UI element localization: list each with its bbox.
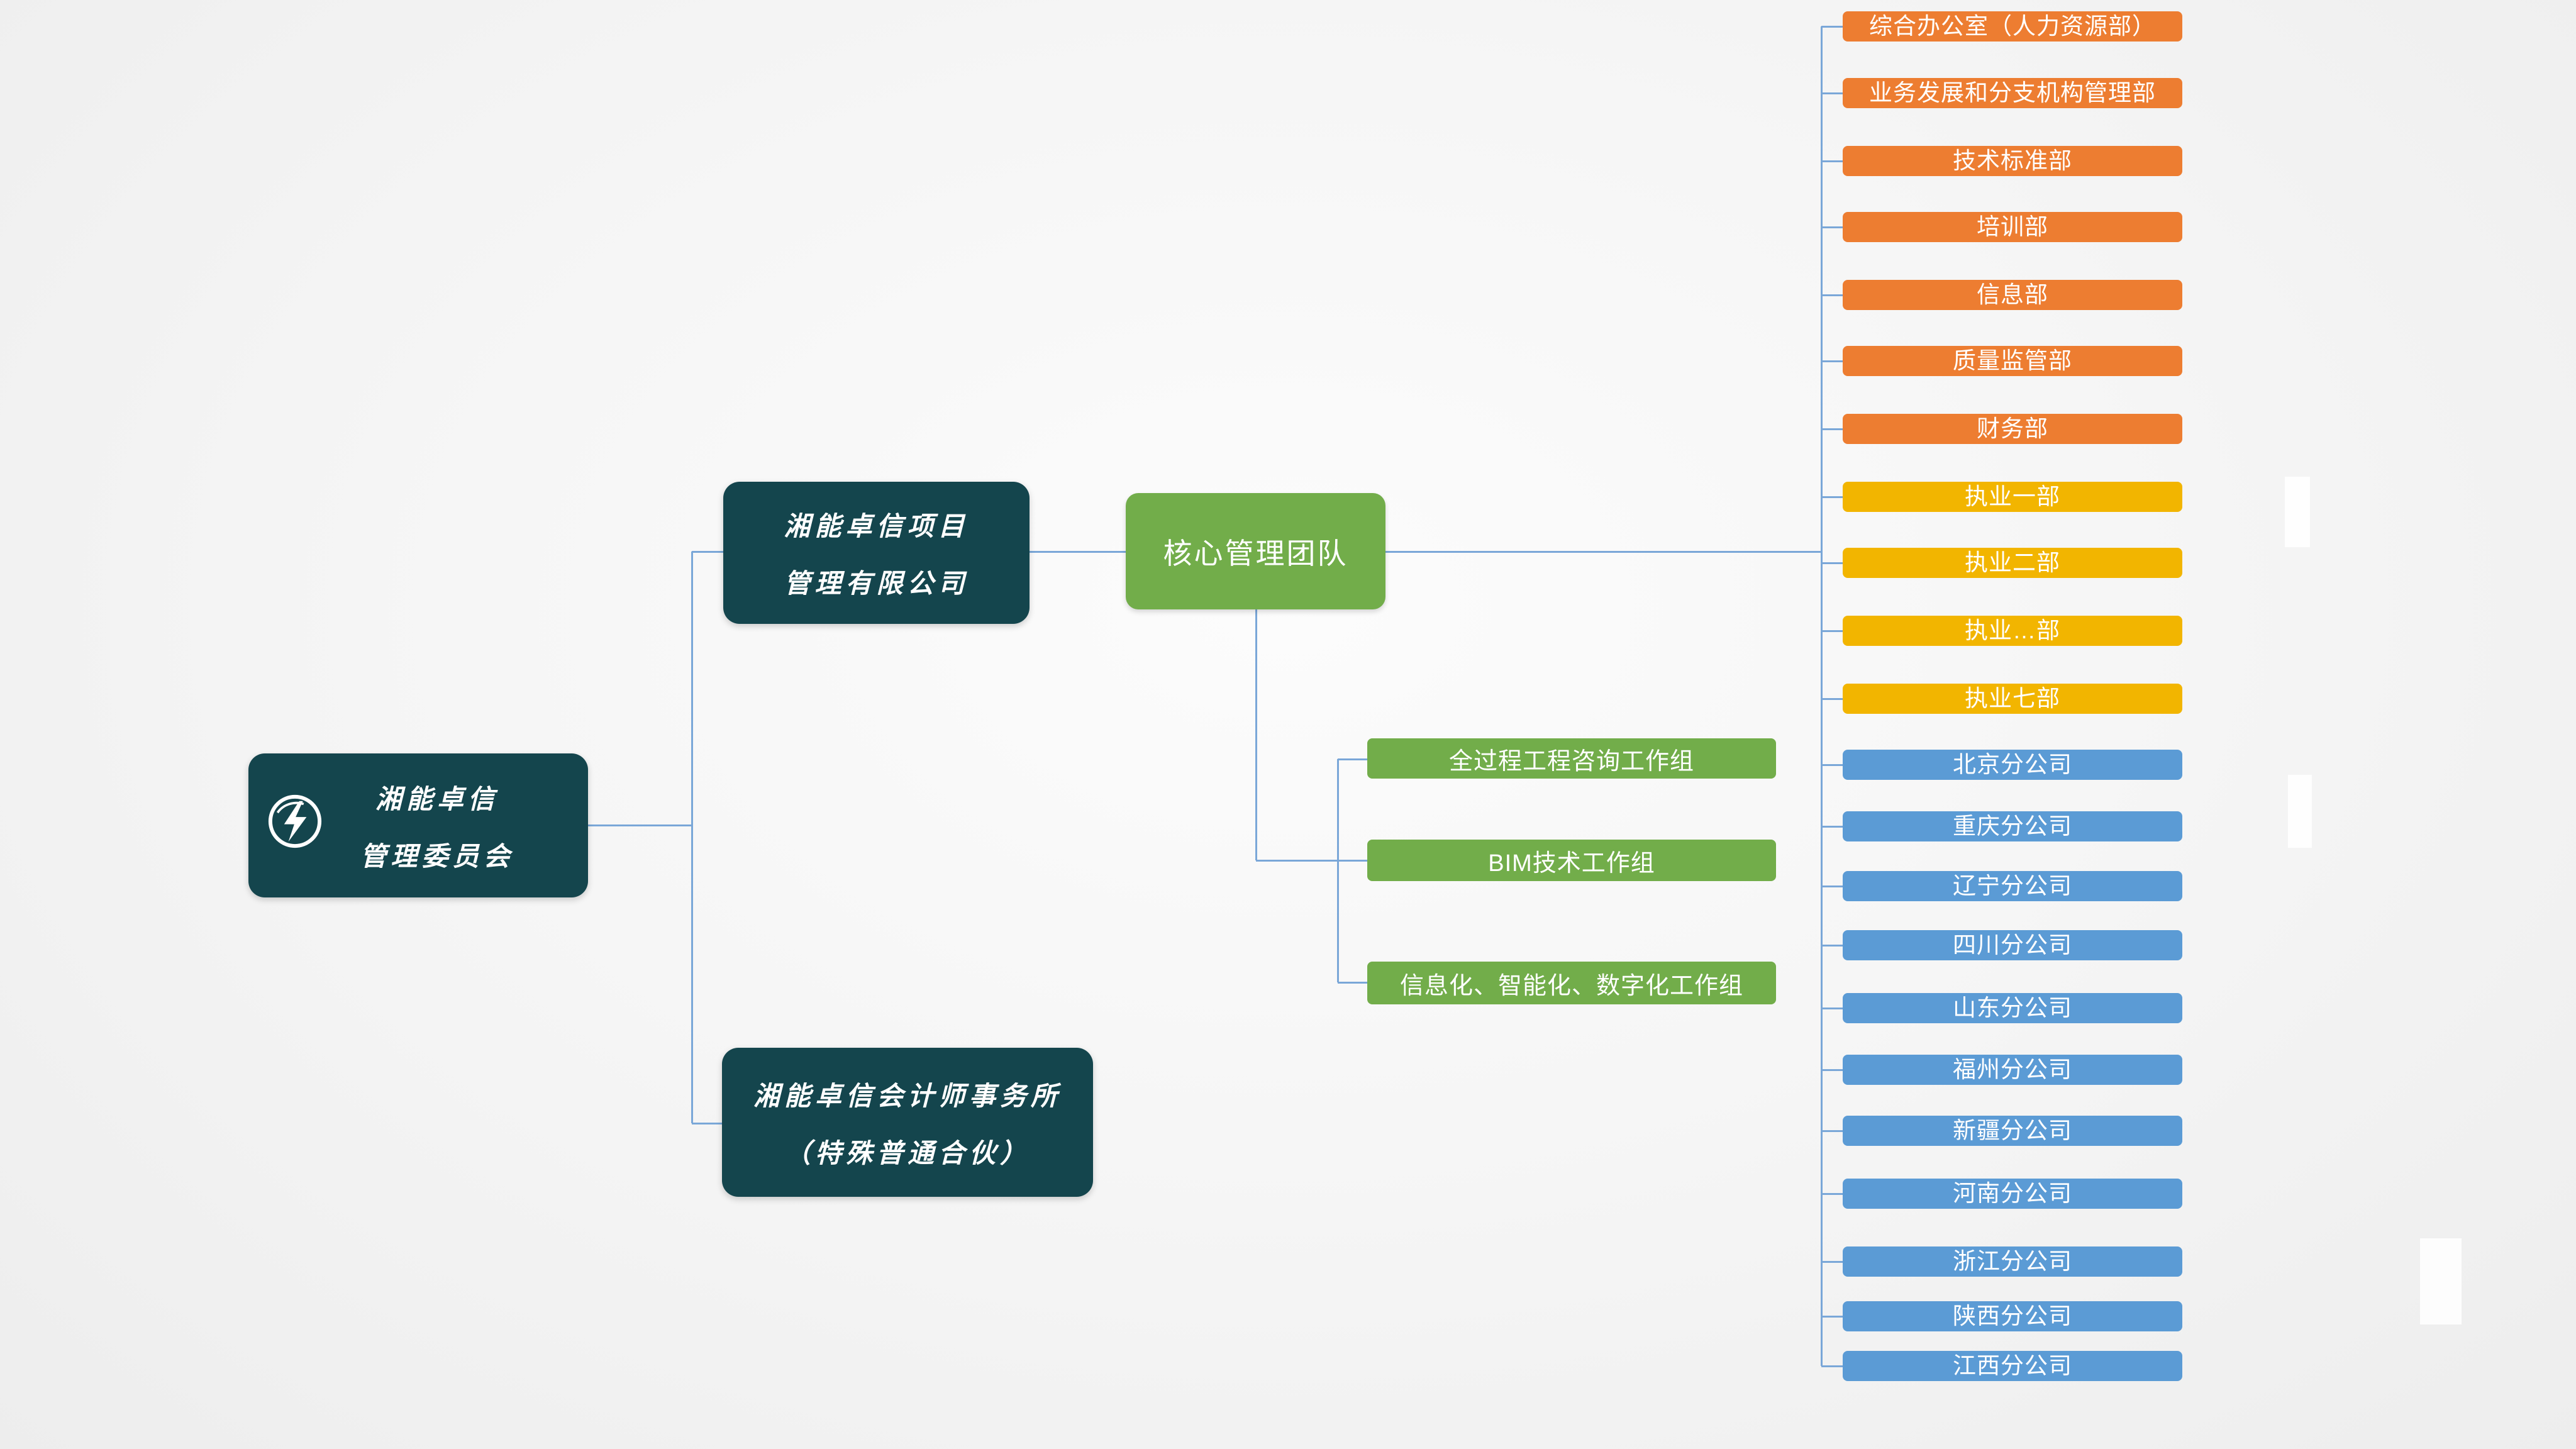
committee-label-line1: 湘能卓信: [375, 784, 499, 814]
branch-chongqing[interactable]: 重庆分公司: [1843, 811, 2182, 841]
dept-business-development[interactable]: 业务发展和分支机构管理部: [1843, 78, 2182, 108]
connector-line: [1821, 945, 1843, 947]
dept-general-office[interactable]: 综合办公室（人力资源部）: [1843, 11, 2182, 42]
dept-technical-standards[interactable]: 技术标准部: [1843, 146, 2182, 176]
branch-xinjiang[interactable]: 新疆分公司: [1843, 1116, 2182, 1146]
connector-line: [1030, 551, 1126, 553]
dept-information[interactable]: 信息部: [1843, 280, 2182, 310]
connector-line: [1821, 26, 1843, 28]
connector-line: [1821, 92, 1843, 94]
dept-practice-7[interactable]: 执业七部: [1843, 684, 2182, 714]
project-company-line2: 管理有限公司: [784, 569, 969, 598]
connector-line: [1821, 698, 1843, 700]
work-group-bim[interactable]: BIM技术工作组: [1367, 840, 1776, 881]
accounting-firm-node[interactable]: 湘能卓信会计师事务所 （特殊普通合伙）: [722, 1048, 1093, 1197]
connector-line: [1821, 1316, 1843, 1318]
branch-sichuan[interactable]: 四川分公司: [1843, 930, 2182, 960]
connector-line: [1338, 758, 1367, 760]
connector-line: [1338, 982, 1367, 984]
connector-line: [1821, 764, 1843, 766]
connector-line: [1385, 551, 1821, 553]
connector-line: [1821, 294, 1843, 296]
connector-line: [1821, 1261, 1843, 1263]
connector-line: [1821, 1130, 1843, 1132]
dept-quality-supervision[interactable]: 质量监管部: [1843, 346, 2182, 376]
connector-line: [1255, 609, 1257, 860]
company-logo-icon: [266, 792, 324, 850]
branch-zhejiang[interactable]: 浙江分公司: [1843, 1246, 2182, 1277]
connector-line: [1821, 562, 1843, 564]
project-company-node[interactable]: 湘能卓信项目 管理有限公司: [723, 482, 1030, 624]
dept-finance[interactable]: 财务部: [1843, 414, 2182, 444]
branch-liaoning[interactable]: 辽宁分公司: [1843, 871, 2182, 901]
connector-line: [588, 824, 692, 826]
connector-line: [1821, 630, 1843, 632]
work-group-digitalization[interactable]: 信息化、智能化、数字化工作组: [1367, 962, 1776, 1004]
work-group-consulting[interactable]: 全过程工程咨询工作组: [1367, 738, 1776, 779]
white-patch: [2420, 1238, 2462, 1324]
connector-line: [1821, 160, 1843, 162]
white-patch: [2285, 477, 2310, 547]
core-team-node[interactable]: 核心管理团队: [1126, 493, 1385, 609]
dept-practice-ellipsis[interactable]: 执业…部: [1843, 616, 2182, 646]
connector-line: [1256, 860, 1338, 862]
dept-training[interactable]: 培训部: [1843, 212, 2182, 242]
connector-line: [1821, 886, 1843, 887]
connector-line: [692, 1123, 722, 1124]
committee-label-line2: 管理委员会: [360, 841, 514, 871]
dept-practice-2[interactable]: 执业二部: [1843, 548, 2182, 578]
branch-shaanxi[interactable]: 陕西分公司: [1843, 1301, 2182, 1331]
connector-line: [1821, 360, 1843, 362]
branch-henan[interactable]: 河南分公司: [1843, 1179, 2182, 1209]
connector-line: [1821, 1365, 1843, 1367]
project-company-line1: 湘能卓信项目: [784, 511, 969, 541]
connector-line: [1821, 496, 1843, 498]
branch-fuzhou[interactable]: 福州分公司: [1843, 1055, 2182, 1085]
branch-jiangxi[interactable]: 江西分公司: [1843, 1351, 2182, 1381]
connector-line: [1821, 428, 1843, 430]
connector-line: [1821, 1008, 1843, 1009]
accounting-firm-line2: （特殊普通合伙）: [784, 1138, 1031, 1168]
white-patch: [2288, 775, 2312, 848]
branch-beijing[interactable]: 北京分公司: [1843, 750, 2182, 780]
committee-node[interactable]: 湘能卓信 管理委员会: [248, 753, 588, 897]
connector-line: [691, 552, 693, 1123]
accounting-firm-line1: 湘能卓信会计师事务所: [753, 1080, 1062, 1111]
connector-line: [1821, 1193, 1843, 1195]
connector-line: [1821, 226, 1843, 228]
dept-practice-1[interactable]: 执业一部: [1843, 482, 2182, 512]
connector-line: [692, 551, 723, 553]
connector-line: [1821, 1069, 1843, 1071]
connector-line: [1821, 26, 1823, 1366]
branch-shandong[interactable]: 山东分公司: [1843, 993, 2182, 1023]
connector-line: [1337, 759, 1339, 982]
connector-line: [1821, 826, 1843, 828]
connector-line: [1338, 860, 1367, 862]
